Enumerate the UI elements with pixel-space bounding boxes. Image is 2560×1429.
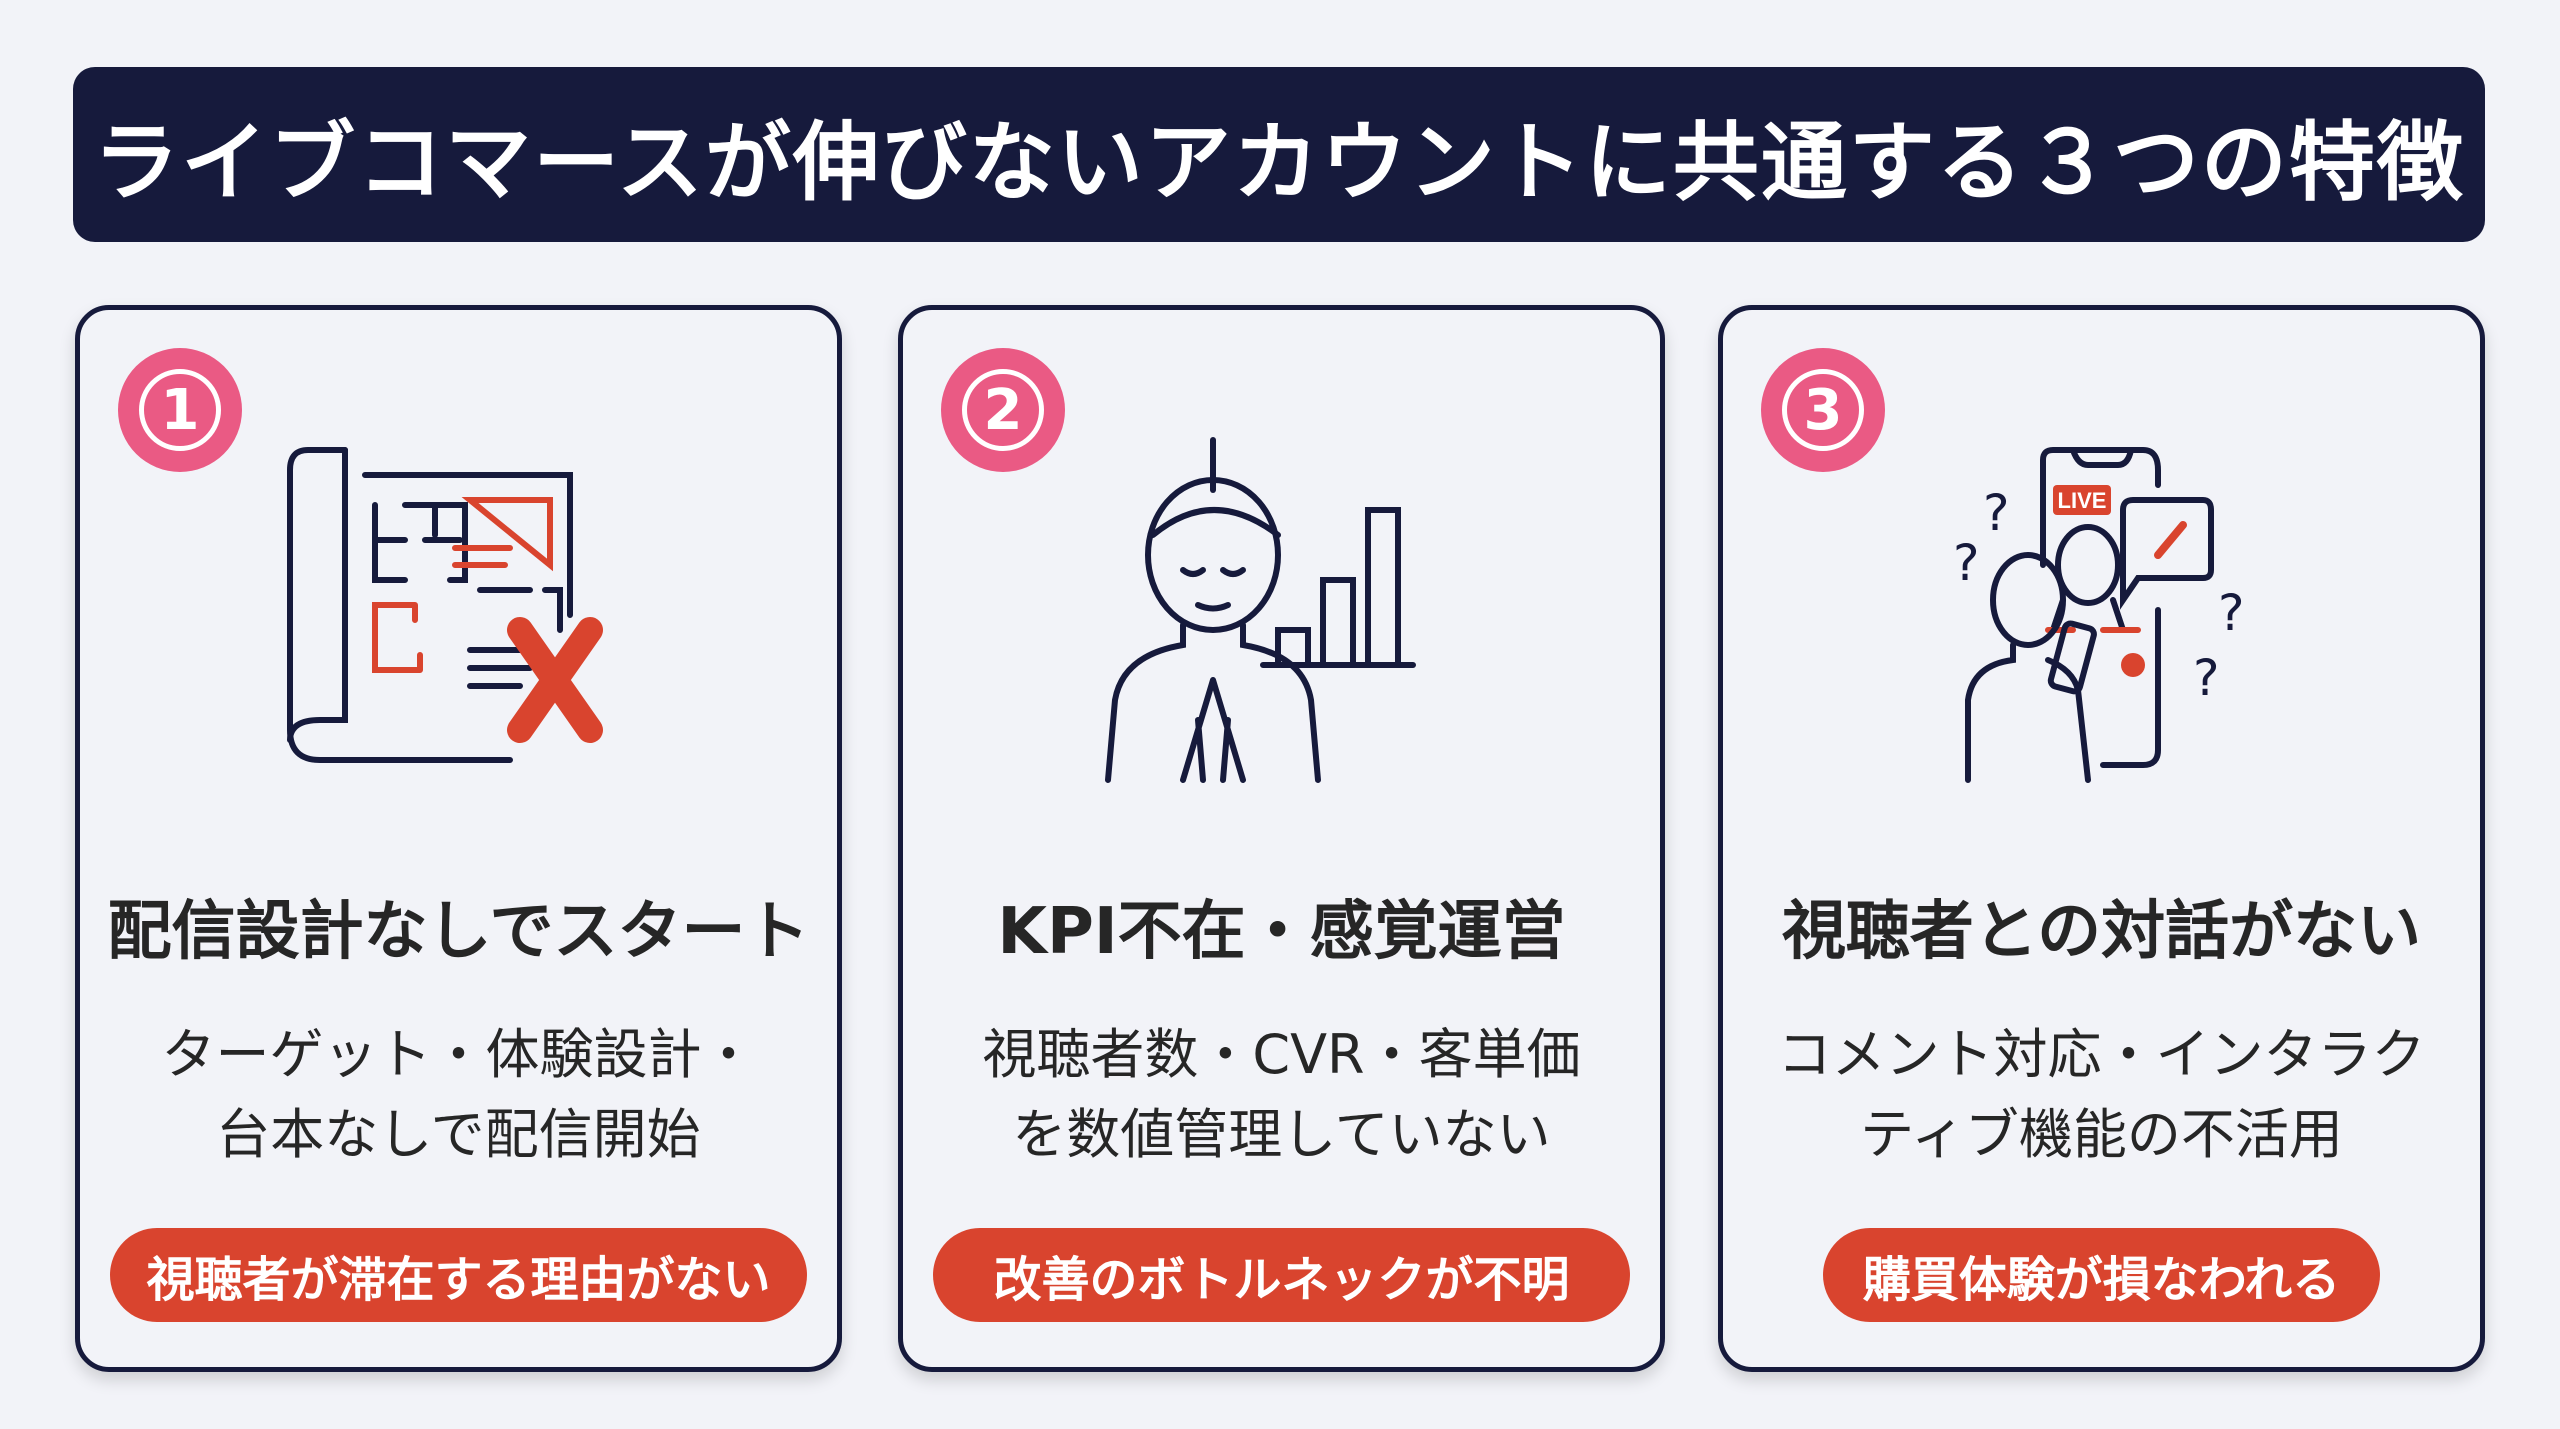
- card-heading: 視聴者との対話がない: [1781, 895, 2422, 969]
- feature-card-2: 2 KPI不在・感覚運営 視聴者数・CVR・客単価 を数値管理していない 改善の…: [898, 305, 1665, 1372]
- page-title: ライブコマースが伸びないアカウントに共通する３つの特徴: [73, 67, 2485, 242]
- result-pill: 購買体験が損なわれる: [1823, 1228, 2380, 1322]
- result-pill: 視聴者が滞在する理由がない: [110, 1228, 807, 1322]
- svg-text:?: ?: [1953, 534, 1980, 592]
- card-description: ターゲット・体験設計・ 台本なしで配信開始: [161, 1023, 756, 1166]
- card-heading: 配信設計なしでスタート: [107, 895, 810, 969]
- svg-text:?: ?: [2218, 584, 2245, 642]
- result-pill: 改善のボトルネックが不明: [933, 1228, 1630, 1322]
- feature-card-1: 1 配信設計なしでスタート ターゲット・体験設計・ 台本なしで配信開始 視聴者が…: [75, 305, 842, 1372]
- number-badge: 3: [1761, 348, 1885, 472]
- number-badge: 1: [118, 348, 242, 472]
- card-description: コメント対応・インタラク ティブ機能の不活用: [1777, 1023, 2426, 1166]
- feature-card-3: 3 LIVE ? ? ? ? 視聴者との対話がない コメント対応・インタラク テ…: [1718, 305, 2485, 1372]
- card-description: 視聴者数・CVR・客単価 を数値管理していない: [982, 1023, 1581, 1166]
- svg-text:LIVE: LIVE: [2058, 488, 2107, 513]
- card-heading: KPI不在・感覚運営: [997, 895, 1566, 969]
- praying-person-chart-icon: [1105, 437, 1416, 783]
- number-badge: 2: [941, 348, 1065, 472]
- live-phone-viewer-icon: LIVE ? ? ? ?: [1953, 447, 2245, 783]
- svg-text:?: ?: [2193, 649, 2220, 707]
- blueprint-x-icon: [287, 447, 603, 763]
- svg-text:?: ?: [1983, 484, 2010, 542]
